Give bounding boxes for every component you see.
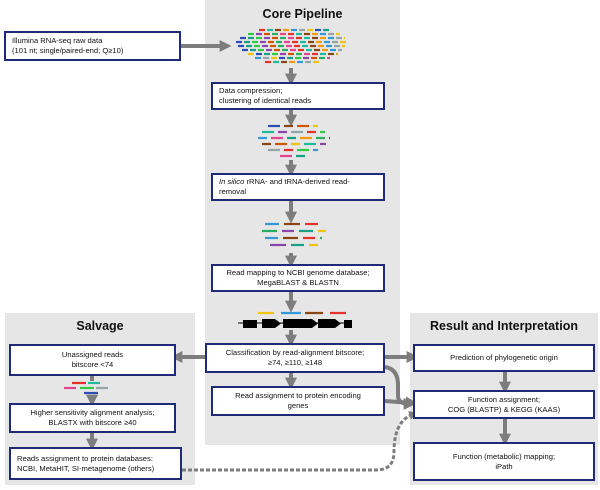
mapping-line2: MegaBLAST & BLASTN [257, 278, 339, 287]
unassigned-line2: bitscore <74 [71, 360, 114, 369]
protein-assign-line2: genes [287, 401, 309, 410]
higher-sensitivity-line1: Higher sensitivity alignment analysis; [30, 408, 155, 417]
unassigned-line1: Unassigned reads [61, 350, 124, 359]
metabolic-line2: iPath [495, 461, 513, 471]
arrow-protein-db-to-function [182, 411, 419, 472]
raw-data-box: Illumina RNA-seq raw data (101 nt; singl… [4, 31, 181, 61]
protein-assign-line1: Read assignment to protein encoding [235, 391, 361, 400]
rrna-removal-line2: removal [219, 187, 247, 196]
higher-sensitivity-line2: BLASTX with bitscore ≥40 [48, 418, 137, 427]
raw-reads-cloud [236, 28, 346, 64]
genome-mapping-graphic [238, 319, 352, 328]
mapping-box: Read mapping to NCBI genome database; Me… [211, 264, 385, 292]
compression-line2: clustering of identical reads [219, 96, 312, 105]
metabolic-line1: Function (metabolic) mapping; [452, 451, 556, 461]
filtered-reads [262, 222, 326, 247]
reads-protein-db-line2: NCBI, MetaHIT, SI-metagenome (others) [17, 463, 155, 473]
rrna-removal-line1: In silico rRNA- and tRNA-derived read- [219, 177, 350, 187]
rrna-removal-box: In silico rRNA- and tRNA-derived read- r… [211, 173, 385, 201]
function-assign-line1: Function assignment; [467, 394, 541, 404]
function-assign-box: Function assignment; COG (BLASTP) & KEGG… [413, 390, 595, 419]
rrna-removal-line1-rest: rRNA- and tRNA-derived read- [244, 177, 350, 186]
in-silico-label: In silico [219, 177, 245, 186]
reads-protein-db-line1: Reads assignment to protein databases: [17, 453, 153, 463]
protein-assign-box: Read assignment to protein encoding gene… [211, 386, 385, 416]
arrow-classification-to-function [384, 365, 416, 410]
result-title: Result and Interpretation [430, 319, 578, 333]
classification-line1: Classification by read-alignment bitscor… [225, 348, 365, 357]
raw-data-line1: Illumina RNA-seq raw data [12, 36, 103, 45]
arrow-protein-to-function [384, 396, 418, 409]
mapping-line1: Read mapping to NCBI genome database; [226, 268, 370, 277]
salvage-reads [64, 381, 108, 395]
function-assign-line2: COG (BLASTP) & KEGG (KAAS) [447, 404, 561, 414]
classification-box: Classification by read-alignment bitscor… [205, 343, 385, 373]
classification-line2: ≥74, ≥110, ≥148 [267, 358, 323, 367]
metabolic-box: Function (metabolic) mapping; iPath [413, 442, 595, 481]
unassigned-box: Unassigned reads bitscore <74 [9, 344, 176, 376]
phylogenetic-line1: Prediction of phylogenetic origin [450, 353, 558, 362]
phylogenetic-box: Prediction of phylogenetic origin [413, 344, 595, 372]
higher-sensitivity-box: Higher sensitivity alignment analysis; B… [9, 403, 176, 433]
compression-line1: Data compression; [219, 86, 283, 95]
clustered-reads [258, 124, 330, 158]
salvage-title: Salvage [76, 319, 124, 333]
core-pipeline-title: Core Pipeline [262, 7, 343, 21]
compression-box: Data compression; clustering of identica… [211, 82, 385, 110]
reads-protein-db-box: Reads assignment to protein databases: N… [9, 447, 182, 480]
raw-data-line2: (101 nt; single/paired-end; Q≥10) [12, 46, 124, 55]
